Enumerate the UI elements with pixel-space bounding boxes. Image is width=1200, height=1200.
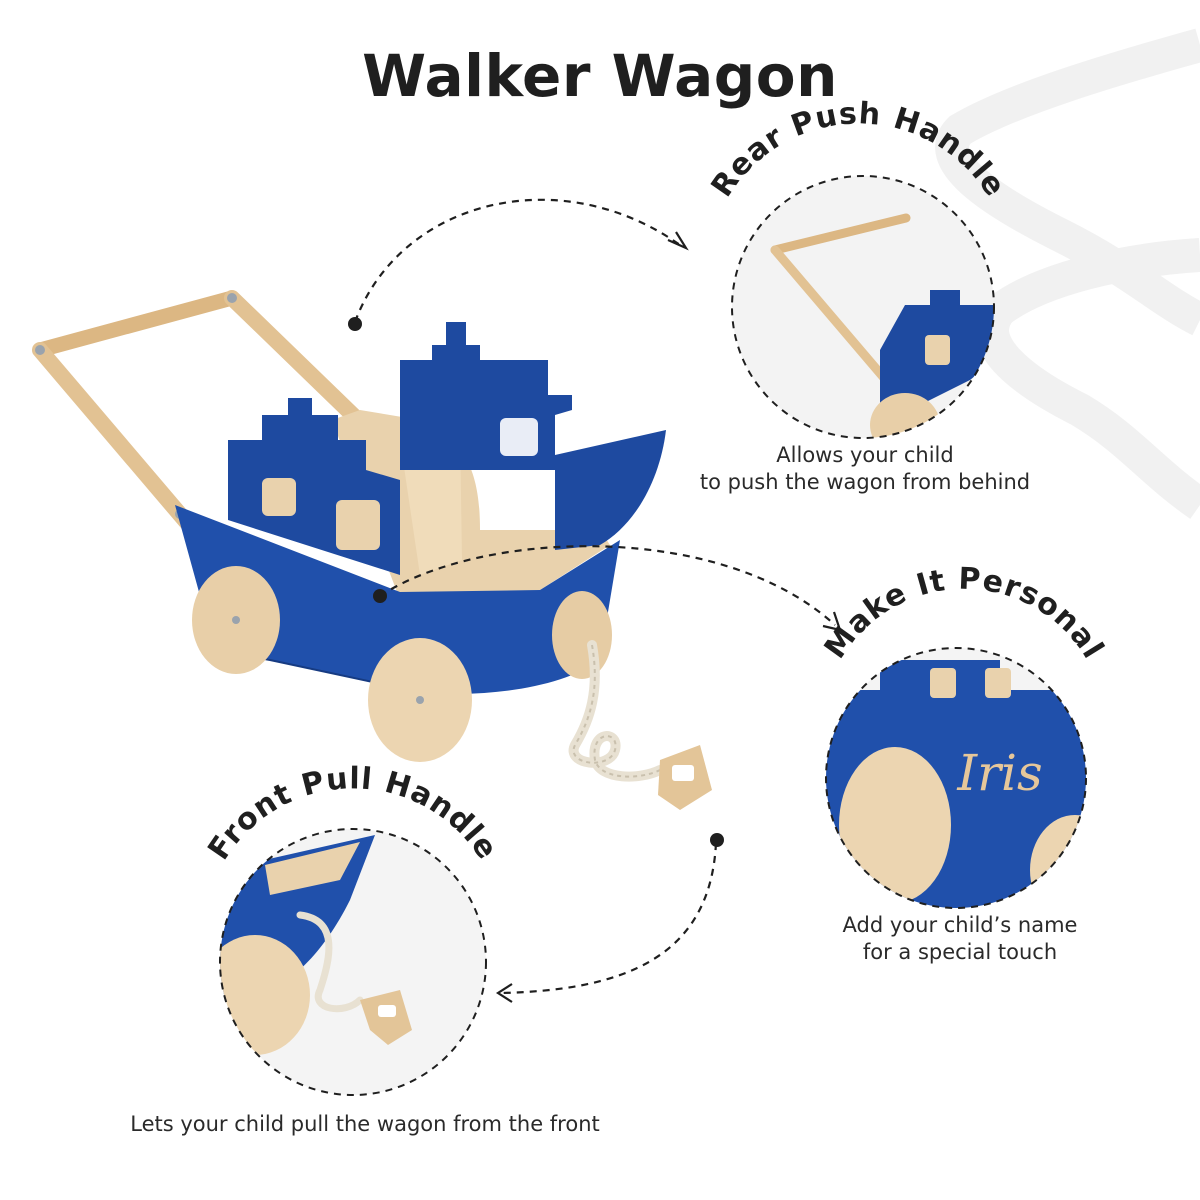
pull-rope (568, 640, 712, 810)
caption-line: Add your child’s name (842, 913, 1078, 937)
caption-line: Allows your child (776, 443, 954, 467)
caption-front-pull-handle: Lets your child pull the wagon from the … (60, 1111, 670, 1138)
page-title: Walker Wagon (362, 42, 838, 110)
inset-rear-push-handle (732, 176, 994, 438)
wagon-hull-front (175, 505, 620, 694)
caption-line: to push the wagon from behind (699, 470, 1031, 494)
caption-line: Lets your child pull the wagon from the … (130, 1112, 600, 1136)
caption-make-it-personal: Add your child’s name for a special touc… (800, 912, 1120, 966)
caption-rear-push-handle: Allows your child to push the wagon from… (660, 442, 1070, 496)
engraved-name: Iris (956, 744, 1042, 802)
inset-make-it-personal: Iris (826, 648, 1086, 908)
caption-line: for a special touch (862, 940, 1058, 964)
inset-front-pull-handle (220, 829, 486, 1095)
